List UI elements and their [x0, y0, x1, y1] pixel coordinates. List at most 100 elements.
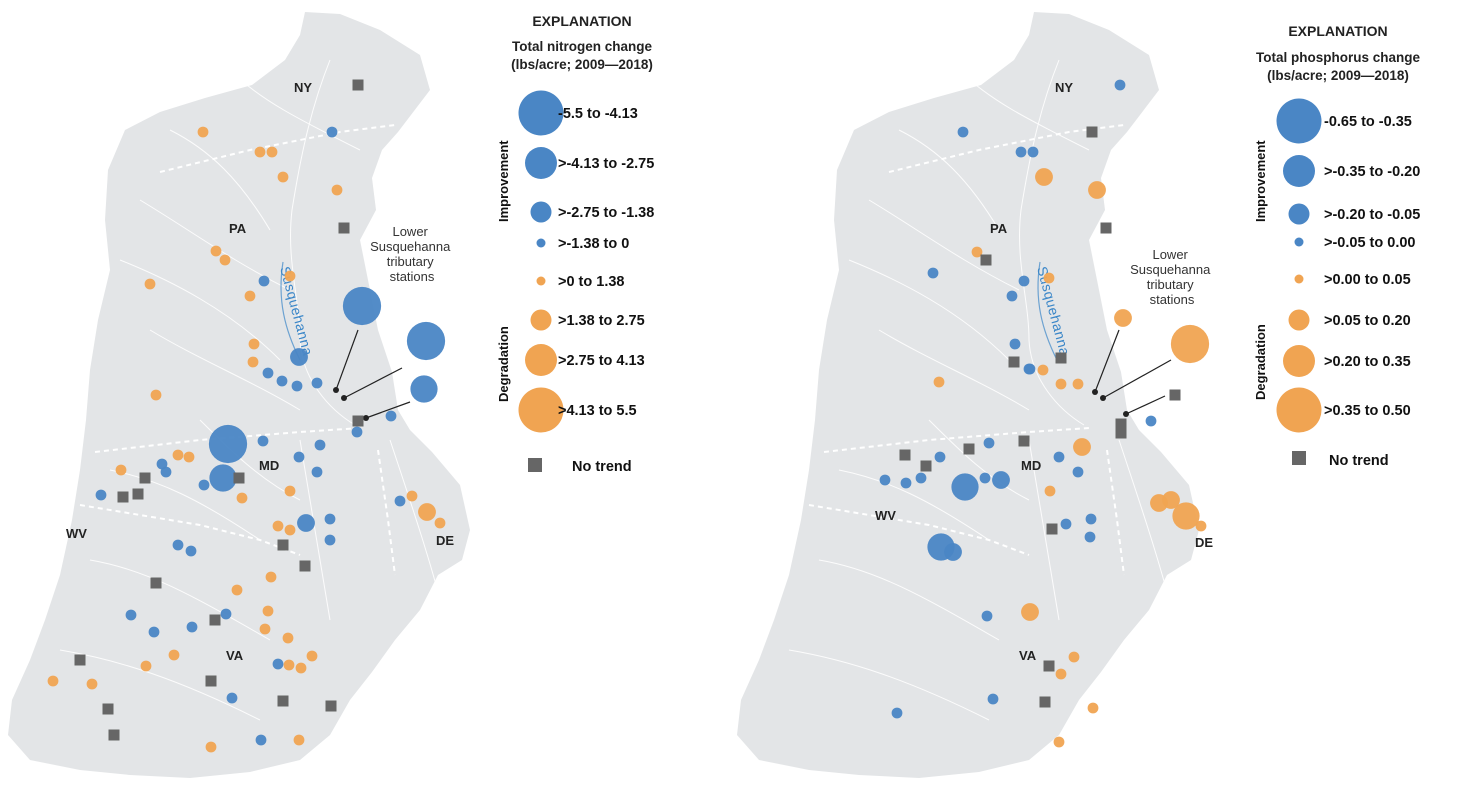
station-improvement	[209, 464, 237, 492]
station-no-trend	[352, 415, 364, 427]
station-degradation	[172, 449, 184, 461]
station-degradation	[1053, 736, 1065, 748]
station-improvement	[944, 543, 962, 561]
station-improvement	[311, 466, 323, 478]
station-degradation	[1170, 324, 1210, 364]
station-improvement	[1006, 290, 1018, 302]
river-network	[788, 59, 1170, 721]
legend-symbol-degradation	[518, 387, 564, 433]
station-no-trend	[920, 460, 932, 472]
state-boundaries	[808, 124, 1125, 576]
station-degradation	[168, 649, 180, 661]
legend-title: Total nitrogen change	[512, 39, 652, 54]
station-degradation	[1043, 272, 1055, 284]
station-no-trend	[209, 614, 221, 626]
legend-symbol-improvement	[525, 147, 557, 179]
station-degradation	[293, 734, 305, 746]
station-improvement	[1053, 451, 1065, 463]
station-improvement	[385, 410, 397, 422]
station-degradation	[406, 490, 418, 502]
station-improvement	[410, 375, 438, 403]
station-improvement	[1027, 146, 1039, 158]
station-no-trend	[1008, 356, 1020, 368]
station-degradation	[434, 517, 446, 529]
state-label-va: VA	[1019, 648, 1037, 663]
watershed-area	[737, 12, 1199, 778]
station-degradation	[284, 270, 296, 282]
station-no-trend	[1115, 418, 1127, 430]
station-degradation	[183, 451, 195, 463]
station-improvement	[148, 626, 160, 638]
callout-anchor	[333, 387, 339, 393]
station-degradation	[248, 338, 260, 350]
nitrogen-map-panel: Susquehanna NY PA MD WV DE VA Lower Susq…	[8, 12, 654, 778]
station-improvement	[156, 458, 168, 470]
station-degradation	[140, 660, 152, 672]
station-improvement	[1072, 466, 1084, 478]
station-degradation	[210, 245, 222, 257]
nitrogen-map: Susquehanna NY PA MD WV DE VA Lower Susq…	[8, 12, 654, 778]
station-improvement	[95, 489, 107, 501]
station-degradation	[244, 290, 256, 302]
station-degradation	[197, 126, 209, 138]
station-improvement	[1009, 338, 1021, 350]
station-degradation	[1055, 668, 1067, 680]
station-degradation	[277, 171, 289, 183]
legend-symbol-improvement	[536, 238, 546, 248]
station-improvement	[257, 435, 269, 447]
station-degradation	[150, 389, 162, 401]
station-improvement	[291, 380, 303, 392]
station-improvement	[314, 439, 326, 451]
monitoring-stations	[47, 79, 446, 753]
legend-symbol-degradation	[536, 276, 546, 286]
state-label-wv: WV	[66, 526, 87, 541]
station-degradation	[266, 146, 278, 158]
station-improvement	[198, 479, 210, 491]
station-degradation	[1088, 181, 1106, 199]
legend-items: -0.65 to -0.35>-0.35 to -0.20>-0.20 to -…	[1276, 98, 1420, 433]
legend-symbol-degradation	[1283, 345, 1315, 377]
state-label-pa: PA	[990, 221, 1008, 236]
callout-anchor	[1092, 389, 1098, 395]
station-no-trend	[899, 449, 911, 461]
station-no-trend	[1100, 222, 1112, 234]
station-improvement	[1015, 146, 1027, 158]
station-degradation	[144, 278, 156, 290]
callout-anchor	[341, 395, 347, 401]
legend-symbol-improvement	[518, 90, 564, 136]
legend-degradation-label: Degradation	[496, 326, 511, 402]
legend-degradation-label: Degradation	[1253, 324, 1268, 400]
station-improvement	[1085, 513, 1097, 525]
station-no-trend	[1039, 696, 1051, 708]
callout-anchor	[363, 415, 369, 421]
station-degradation	[1055, 378, 1067, 390]
station-improvement	[934, 451, 946, 463]
station-improvement	[272, 658, 284, 670]
legend-subtitle: (lbs/acre; 2009—2018)	[511, 57, 653, 72]
station-improvement	[125, 609, 137, 621]
station-improvement	[915, 472, 927, 484]
station-no-trend	[132, 488, 144, 500]
station-no-trend	[117, 491, 129, 503]
station-degradation	[1037, 364, 1049, 376]
station-degradation	[254, 146, 266, 158]
callout-label: Lower Susquehanna tributary stations	[370, 224, 454, 284]
legend-class-label: >1.38 to 2.75	[558, 313, 645, 329]
station-improvement	[394, 495, 406, 507]
legend-class-label: >0.00 to 0.05	[1324, 272, 1411, 288]
station-improvement	[1145, 415, 1157, 427]
station-improvement	[1018, 275, 1030, 287]
station-degradation	[47, 675, 59, 687]
station-improvement	[983, 437, 995, 449]
station-no-trend	[963, 443, 975, 455]
station-improvement	[258, 275, 270, 287]
state-label-md: MD	[1021, 458, 1041, 473]
station-improvement	[290, 348, 308, 366]
legend-class-label: >-1.38 to 0	[558, 236, 629, 252]
station-improvement	[957, 126, 969, 138]
station-improvement	[324, 513, 336, 525]
station-degradation	[306, 650, 318, 662]
station-degradation	[1035, 168, 1053, 186]
legend-improvement-label: Improvement	[496, 140, 511, 222]
station-degradation	[1172, 502, 1200, 530]
